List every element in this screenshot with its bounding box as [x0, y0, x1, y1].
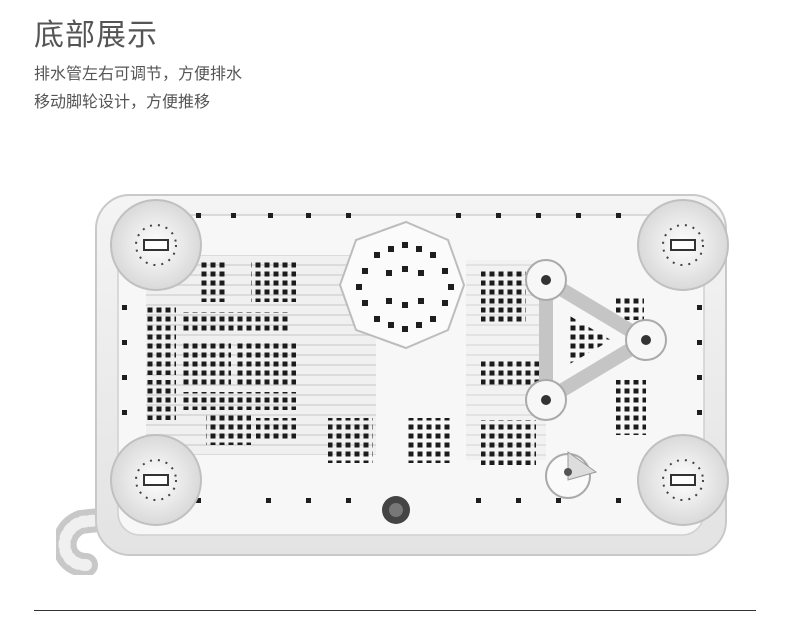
feature-line-casters: 移动脚轮设计，方便推移	[34, 92, 211, 111]
section-title: 底部展示	[34, 18, 158, 53]
caster-wheel-top-right	[637, 199, 729, 291]
product-base-photo	[56, 194, 729, 575]
caster-wheel-top-left	[110, 199, 202, 291]
divider-line	[34, 610, 756, 611]
motor-bracket	[539, 273, 653, 407]
caster-wheel-bottom-right	[637, 434, 729, 526]
feature-line-drain-hose: 排水管左右可调节，方便排水	[34, 64, 243, 83]
caster-wheel-bottom-left	[110, 434, 202, 526]
